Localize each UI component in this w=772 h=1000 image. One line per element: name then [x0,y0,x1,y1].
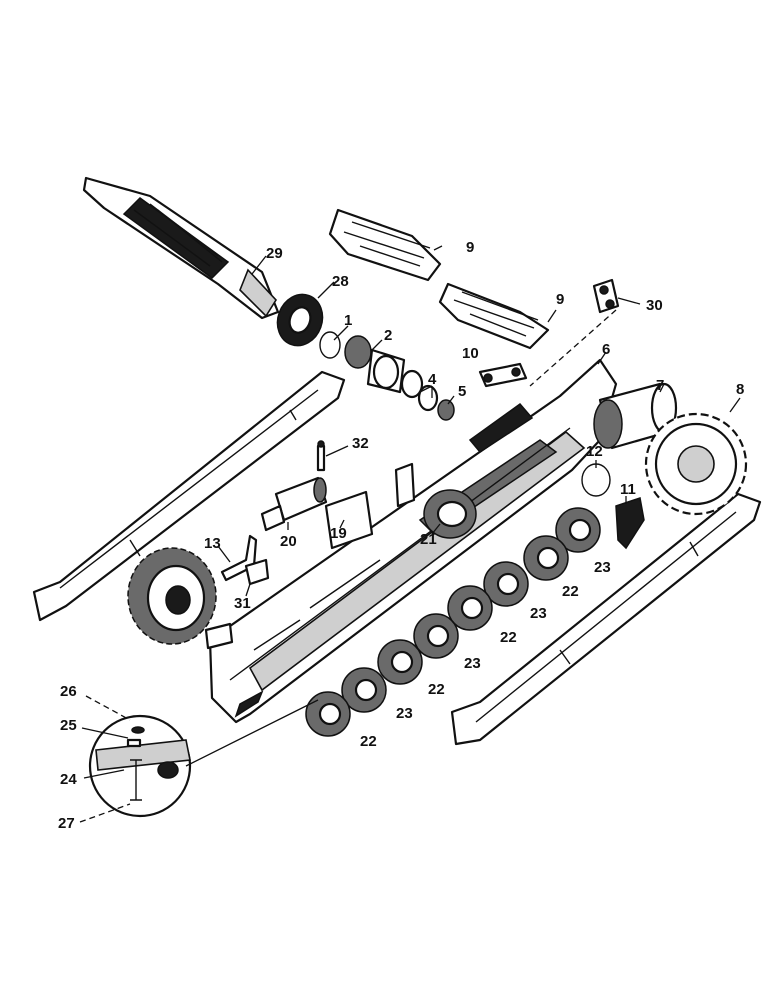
callout-25: 25 [60,717,77,734]
track-roller [341,667,387,713]
seal-ring [581,463,611,497]
callout-23-c: 23 [464,655,481,672]
track-roller [305,691,351,737]
drive-sprocket [644,412,748,516]
callout-26: 26 [60,683,77,700]
track-link-pin [592,278,620,314]
callout-11: 11 [620,481,636,498]
callout-23-b: 23 [530,605,547,622]
callout-22-a: 22 [562,583,579,600]
callout-23-a: 23 [594,559,611,576]
guard-bracket [615,497,645,550]
mounting-bracket [220,534,270,586]
track-roller [523,535,569,581]
tensioner-cylinder [260,476,328,532]
o-ring [319,331,341,359]
callout-4: 4 [428,371,437,388]
callout-27: 27 [58,815,75,832]
cover-plate [324,490,374,550]
track-shoe-upper [328,208,442,282]
track-shoe-lower [438,282,550,350]
detail-inset [88,699,319,818]
callout-9-upper: 9 [466,239,474,256]
bearing-ring [276,293,324,347]
idler-wheel [127,547,234,650]
callout-22-c: 22 [428,681,445,698]
callout-7: 7 [656,377,664,394]
callout-31: 31 [234,595,251,612]
callout-21: 21 [420,531,437,548]
track-frame [208,358,618,724]
left-track-rail [32,370,346,622]
grease-fitting [316,440,326,472]
callout-22-d: 22 [360,733,377,750]
drive-shaft [82,176,280,320]
callout-8: 8 [736,381,744,398]
callout-5: 5 [458,383,466,400]
callout-24: 24 [60,771,77,788]
right-track-rail [450,492,762,746]
callout-6: 6 [602,341,610,358]
callout-28: 28 [332,273,349,290]
callout-19: 19 [330,525,347,542]
track-roller [447,585,493,631]
bearing-assembly [344,335,455,421]
carrier-roller [423,489,477,539]
callout-9-lower: 9 [556,291,564,308]
callout-30: 30 [646,297,663,314]
callout-13: 13 [204,535,221,552]
callout-1: 1 [344,312,352,329]
callout-2: 2 [384,327,392,344]
callout-20: 20 [280,533,297,550]
callout-22-b: 22 [500,629,517,646]
leader-lines [79,245,741,823]
callout-12: 12 [586,443,603,460]
track-roller [483,561,529,607]
track-roller [555,507,601,553]
track-rollers [305,507,601,737]
callout-32: 32 [352,435,369,452]
callout-10: 10 [462,345,479,362]
callout-29: 29 [266,245,283,262]
track-roller [377,639,423,685]
callout-23-d: 23 [396,705,413,722]
track-roller [413,613,459,659]
track-link [478,362,528,388]
